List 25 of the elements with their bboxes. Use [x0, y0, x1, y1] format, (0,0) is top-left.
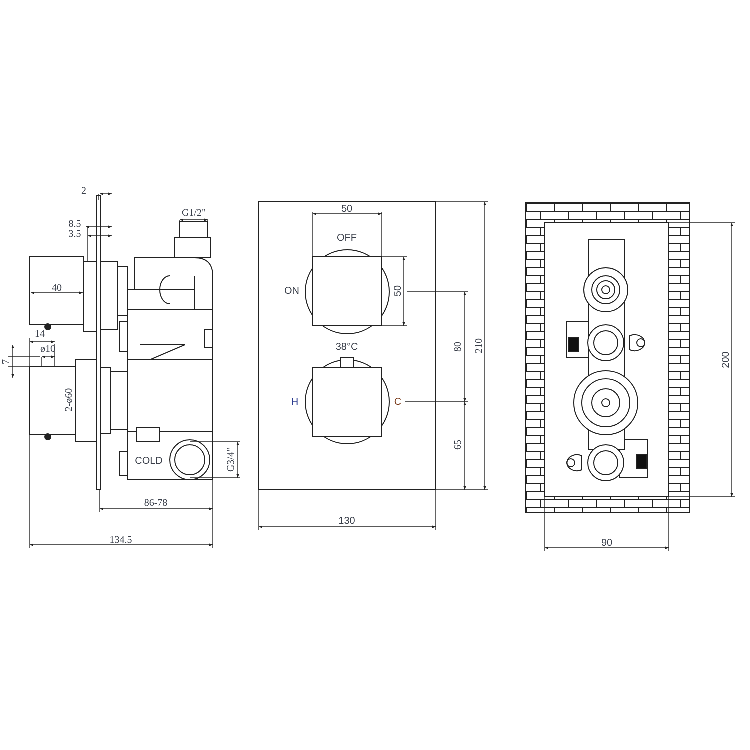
- thread-size-label: G1/2": [182, 209, 206, 219]
- dimension-label: 50: [341, 205, 353, 215]
- dimension-label: 134.5: [110, 536, 132, 546]
- position-label: ON: [284, 287, 300, 297]
- port-label: COLD: [135, 457, 163, 467]
- position-label: OFF: [337, 234, 357, 244]
- dimension-label: 90: [601, 539, 613, 549]
- dimension-label: 3.5: [68, 230, 82, 240]
- thread-size-label: G3/4": [227, 448, 237, 472]
- dimension-label: 2: [82, 187, 86, 197]
- dimension-label: 200: [722, 352, 732, 368]
- dimension-label: 210: [475, 338, 485, 354]
- temperature-label: 38°C: [336, 343, 358, 353]
- dimension-label: 40: [52, 284, 62, 294]
- dimension-label: 14: [35, 330, 45, 340]
- dimension-label: 65: [454, 440, 464, 450]
- dimension-label: 80: [454, 342, 464, 352]
- dimension-label: 86-78: [144, 499, 168, 509]
- dimension-label: 2-ø60: [65, 388, 75, 412]
- dimension-label: 130: [338, 517, 356, 527]
- dimension-label: 8.5: [68, 220, 82, 230]
- dimension-label: 50: [394, 285, 404, 297]
- hot-label: H: [291, 398, 299, 408]
- dimension-label: 7: [2, 360, 12, 364]
- cold-label: C: [394, 398, 402, 408]
